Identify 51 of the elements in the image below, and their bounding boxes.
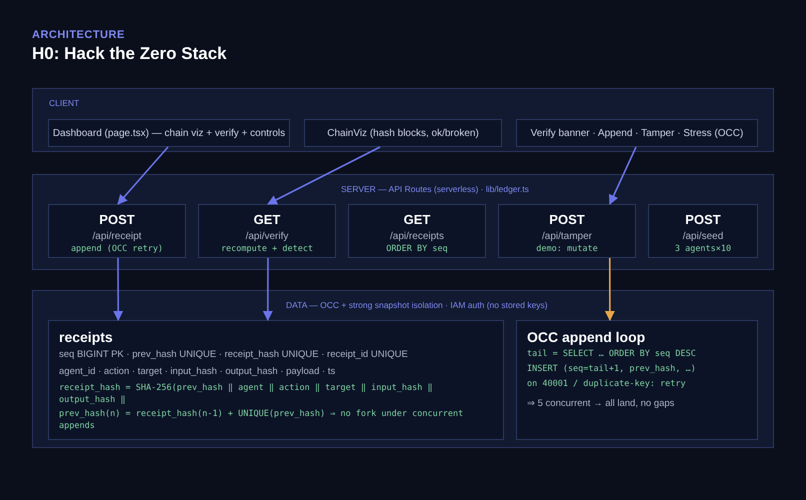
component-box	[304, 119, 502, 147]
endpoint-box	[198, 204, 336, 258]
component-box	[516, 119, 758, 147]
component-label: Verify banner · Append · Tamper · Stress (OCC)	[530, 127, 744, 141]
arrow	[609, 146, 637, 205]
endpoint-box	[648, 204, 758, 258]
group-label: SERVER — API Routes (serverless) · lib/ledger.ts	[341, 184, 529, 194]
endpoint-note: recompute + detect	[220, 244, 314, 254]
component-label: Dashboard (page.tsx) — chain viz + verify + controls	[52, 127, 286, 141]
endpoint-path: /api/receipts	[389, 231, 445, 242]
group-panel	[32, 290, 774, 448]
component-box	[48, 119, 290, 147]
section-kicker: ARCHITECTURE	[32, 29, 125, 41]
column-list: seq BIGINT PK · prev_hash UNIQUE · receipt_hash UNIQUE · receipt_id UNIQUE	[59, 349, 493, 362]
code-line: tail = SELECT … ORDER BY seq DESC	[527, 349, 697, 361]
http-method: POST	[684, 212, 722, 227]
group-panel	[32, 88, 774, 152]
arrow	[604, 258, 615, 321]
group-label: DATA — OCC + strong snapshot isolation · IAM auth (no stored keys)	[286, 300, 548, 310]
code-line: prev_hash(n) = receipt_hash(n-1) + UNIQUE(prev_hash) ⇒ no fork under concurrent appends	[59, 409, 464, 434]
endpoint-note: ORDER BY seq	[385, 244, 449, 254]
endpoint-path: /api/seed	[682, 231, 724, 242]
endpoint-box	[348, 204, 486, 258]
table-title: receipts	[59, 329, 114, 345]
endpoint-box	[498, 204, 636, 258]
group-label: CLIENT	[49, 98, 80, 108]
endpoint-path: /api/verify	[244, 231, 290, 242]
endpoint-note: append (OCC retry)	[70, 244, 164, 254]
table-box	[516, 320, 758, 440]
arrow	[267, 146, 380, 205]
table-box	[48, 320, 504, 440]
arrow	[113, 258, 124, 321]
http-method: POST	[98, 212, 136, 227]
http-method: POST	[548, 212, 586, 227]
code-line: on 40001 / duplicate-key: retry	[527, 378, 687, 391]
endpoint-path: /api/tamper	[540, 231, 594, 242]
endpoint-note: 3 agents×10	[674, 244, 732, 254]
result-note: ⇒ 5 concurrent → all land, no gaps	[527, 396, 676, 409]
arrow	[117, 146, 169, 205]
http-method: GET	[402, 212, 432, 227]
arrow	[262, 258, 273, 321]
endpoint-path: /api/receipt	[92, 231, 142, 242]
endpoint-box	[48, 204, 186, 258]
diagram-title: H0: Hack the Zero Stack	[32, 44, 227, 64]
code-line: INSERT (seq=tail+1, prev_hash, …)	[527, 364, 697, 376]
component-label: ChainViz (hash blocks, ok/broken)	[326, 127, 480, 141]
http-method: GET	[252, 212, 282, 227]
column-list: agent_id · action · target · input_hash · output_hash · payload · ts	[59, 366, 493, 379]
group-panel	[32, 174, 774, 270]
table-title: OCC append loop	[527, 329, 646, 345]
endpoint-note: demo: mutate	[535, 244, 599, 254]
